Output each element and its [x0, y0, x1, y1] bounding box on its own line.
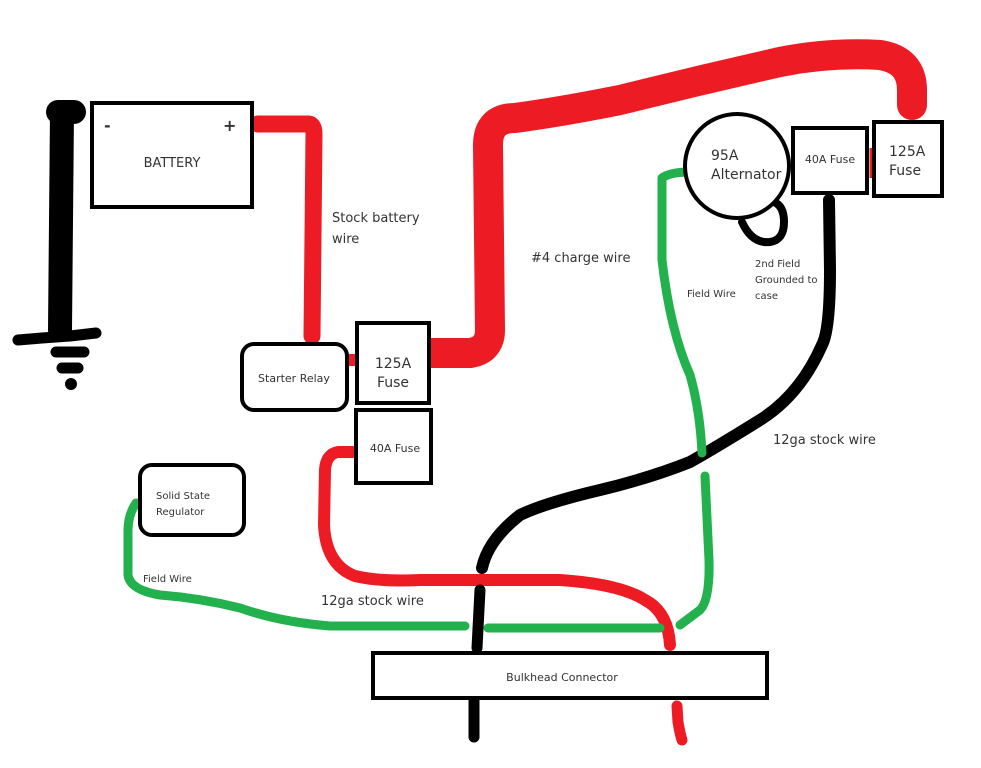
second-field-label-2: Grounded to: [755, 275, 818, 286]
stock-battery-wire-label-2: wire: [332, 232, 359, 247]
fuse-125a-alternator: 125A Fuse: [872, 120, 944, 198]
alternator-ground-loop: [738, 198, 788, 247]
ground-symbol-icon: [12, 327, 102, 390]
fuse-125a-alternator-line1: 125A: [889, 144, 926, 160]
bulkhead-out-red: [671, 700, 688, 746]
fuse-125a-alternator-line2: Fuse: [889, 163, 921, 179]
regulator-line1: Solid State: [156, 491, 210, 502]
field-wire-alternator: [657, 167, 714, 630]
stock-battery-wire: [249, 115, 323, 345]
alternator-line1: 95A: [711, 148, 739, 164]
alternator-line2: Alternator: [711, 167, 782, 183]
starter-relay-label: Starter Relay: [258, 372, 330, 385]
regulator-line2: Regulator: [156, 507, 205, 518]
stock-wire-black: [476, 194, 836, 574]
bulkhead-connector: Bulkhead Connector: [371, 651, 769, 700]
fuse-40a-alternator: 40A Fuse: [791, 126, 869, 195]
bulkhead-label: Bulkhead Connector: [506, 671, 618, 684]
field-wire-regulator-label: Field Wire: [143, 574, 192, 585]
charge-wire: [415, 39, 927, 368]
charge-wire-label: #4 charge wire: [531, 251, 630, 266]
stock-battery-wire-label-1: Stock battery: [332, 211, 420, 226]
battery-ground-wire: [46, 100, 86, 342]
fuse-40a-relay: 40A Fuse: [354, 408, 433, 485]
alternator: 95A Alternator: [683, 112, 791, 220]
stock-wire-left-label: 12ga stock wire: [321, 594, 424, 609]
battery-positive-label: +: [223, 116, 236, 135]
fuse-125a-relay: 125A Fuse: [355, 321, 431, 405]
second-field-label-3: case: [755, 291, 778, 302]
battery: - + BATTERY: [90, 101, 254, 209]
fuse-125a-relay-line1: 125A: [375, 356, 412, 372]
battery-label: BATTERY: [144, 156, 201, 171]
solid-state-regulator: Solid State Regulator: [138, 463, 246, 537]
fuse-125a-relay-line2: Fuse: [377, 375, 409, 391]
stock-wire-red: [318, 446, 676, 651]
battery-negative-label: -: [104, 116, 111, 135]
second-field-label-1: 2nd Field: [755, 259, 800, 270]
field-wire-alternator-label: Field Wire: [687, 289, 736, 300]
starter-relay: Starter Relay: [240, 342, 349, 412]
field-wire-regulator: [123, 498, 665, 633]
stock-wire-black-lower: [471, 584, 486, 654]
fuse-40a-relay-label: 40A Fuse: [370, 442, 420, 455]
fuse-40a-alternator-label: 40A Fuse: [805, 153, 855, 166]
stock-wire-right-label: 12ga stock wire: [773, 433, 876, 448]
